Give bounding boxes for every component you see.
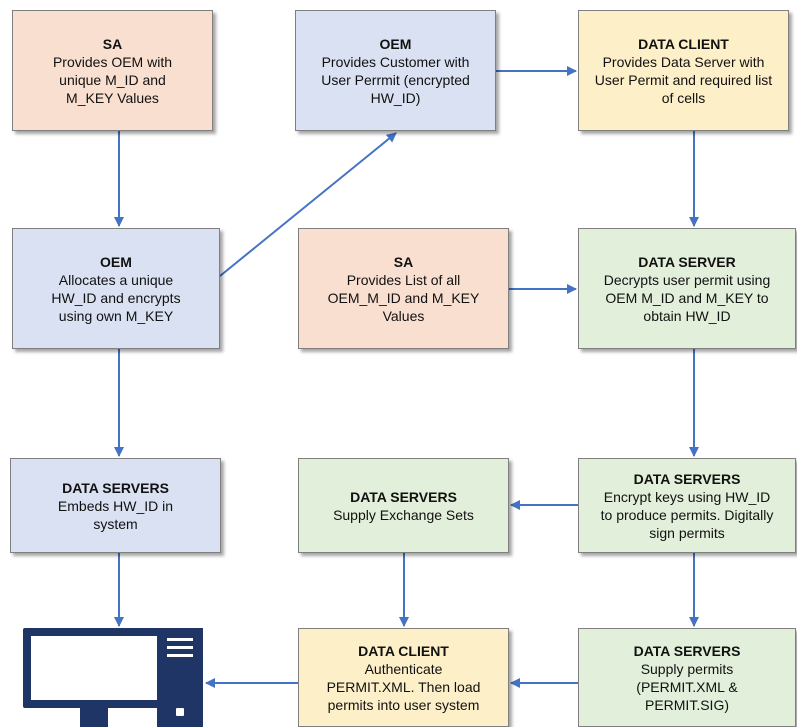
box-body: Provides OEM with unique M_ID and M_KEY …	[52, 53, 173, 106]
box-body: Supply Exchange Sets	[333, 506, 474, 523]
oem-allocates-hwid-box: OEM Allocates a unique HW_ID and encrypt…	[12, 228, 220, 349]
box-body: Authenticate PERMIT.XML. Then load permi…	[326, 660, 481, 713]
box-body: Provides List of all OEM_M_ID and M_KEY …	[327, 271, 480, 324]
monitor-icon	[23, 628, 165, 708]
box-title: DATA SERVERS	[633, 642, 741, 659]
sa-provides-list-box: SA Provides List of all OEM_M_ID and M_K…	[298, 228, 509, 349]
data-servers-encrypt-keys-box: DATA SERVERS Encrypt keys using HW_ID to…	[578, 458, 796, 553]
box-title: SA	[102, 35, 123, 52]
data-server-decrypts-box: DATA SERVER Decrypts user permit using O…	[578, 228, 796, 349]
box-title: DATA SERVERS	[62, 479, 169, 496]
box-title: DATA CLIENT	[358, 642, 449, 659]
box-title: DATA CLIENT	[638, 35, 729, 52]
box-title: OEM	[100, 253, 132, 270]
arrow-oem-allocate-to-oem-permit	[219, 132, 397, 277]
box-title: DATA SERVERS	[633, 470, 741, 487]
data-servers-supply-exchange-box: DATA SERVERS Supply Exchange Sets	[298, 458, 509, 553]
box-body: Supply permits (PERMIT.XML & PERMIT.SIG)	[636, 660, 738, 713]
box-body: Provides Customer with User Perrmit (enc…	[321, 53, 470, 106]
sa-provides-oem-box: SA Provides OEM with unique M_ID and M_K…	[12, 10, 213, 131]
box-body: Allocates a unique HW_ID and encrypts us…	[51, 271, 181, 324]
box-title: DATA SERVER	[638, 253, 736, 270]
oem-provides-customer-box: OEM Provides Customer with User Perrmit …	[295, 10, 496, 131]
data-client-authenticate-box: DATA CLIENT Authenticate PERMIT.XML. The…	[298, 628, 509, 727]
box-title: OEM	[379, 35, 412, 52]
computer-tower-icon	[157, 628, 203, 727]
monitor-stand-icon	[80, 706, 108, 727]
box-body: Decrypts user permit using OEM M_ID and …	[603, 271, 771, 324]
box-body: Embeds HW_ID in system	[57, 497, 174, 532]
data-servers-embeds-box: DATA SERVERS Embeds HW_ID in system	[10, 458, 221, 553]
data-servers-supply-permits-box: DATA SERVERS Supply permits (PERMIT.XML …	[578, 628, 796, 727]
box-title: SA	[393, 253, 414, 270]
data-client-provides-server-box: DATA CLIENT Provides Data Server with Us…	[578, 10, 789, 131]
box-title: DATA SERVERS	[350, 488, 457, 505]
box-body: Provides Data Server with User Permit an…	[594, 53, 773, 106]
box-body: Encrypt keys using HW_ID to produce perm…	[600, 488, 774, 541]
